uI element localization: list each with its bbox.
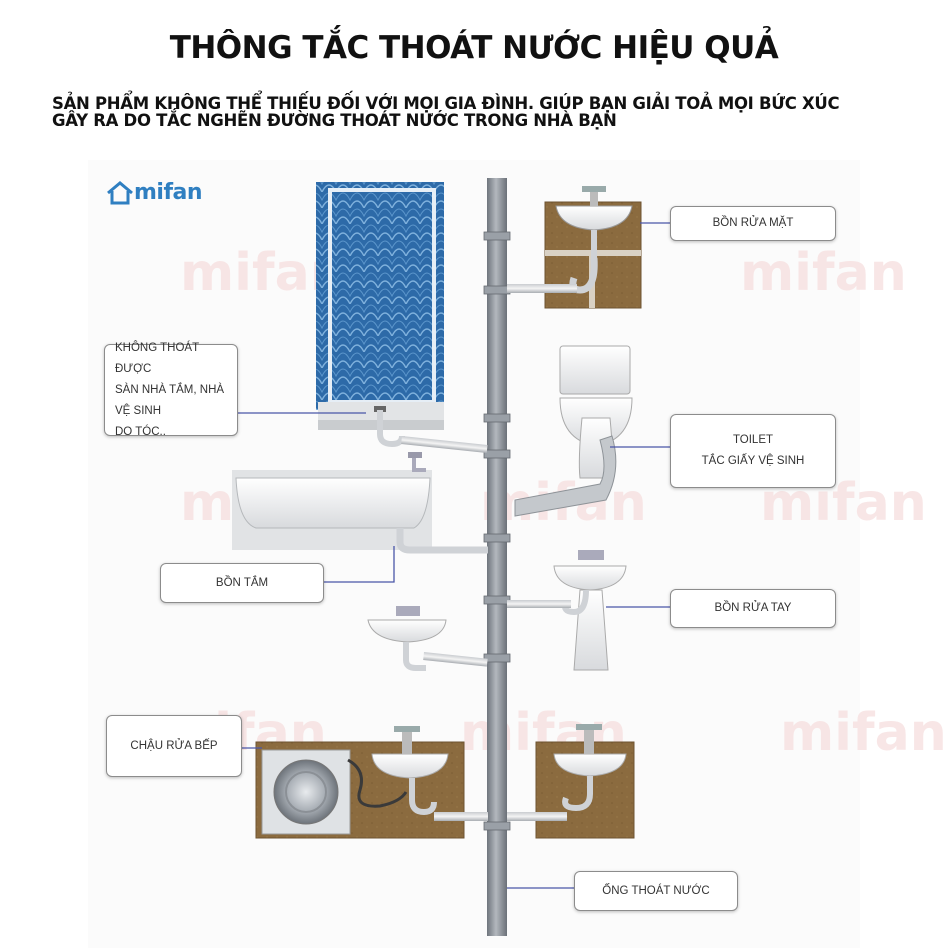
brand-logo: mifan <box>106 180 203 205</box>
watermark: mifan <box>740 243 907 303</box>
callout-shower-line-3: DO TÓC.. <box>115 425 166 438</box>
shower-branch <box>401 436 488 453</box>
shower-wall <box>316 182 444 430</box>
callout-kitchen-sink: CHẬU RỬA BẾP <box>106 715 242 777</box>
callout-drain-pipe: ỐNG THOÁT NƯỚC <box>574 871 738 911</box>
bathtub <box>232 452 488 554</box>
callout-kitchen-sink-label: CHẬU RỬA BẾP <box>130 739 218 752</box>
logo-text: mifan <box>134 180 203 205</box>
subtitle-line-2: GÂY RA DO TẮC NGHẼN ĐƯỜNG THOÁT NƯỚC TRO… <box>52 111 617 130</box>
shower-drain-pipe <box>377 410 405 448</box>
callout-face-basin-label: BỒN RỬA MẶT <box>712 217 794 229</box>
page-subtitle: SẢN PHẨM KHÔNG THỂ THIẾU ĐỐI VỚI MỌI GIA… <box>52 95 932 129</box>
callout-shower-line-1: KHÔNG THOÁT ĐƯỢC <box>115 341 199 375</box>
wall-basin <box>367 606 488 671</box>
house-icon <box>107 181 133 205</box>
callout-drain-pipe-label: ỐNG THOÁT NƯỚC <box>602 884 710 897</box>
callout-bathtub-label: BỒN TẮM <box>215 576 269 589</box>
main-drain-stack <box>487 178 507 936</box>
watermark: mifan <box>780 703 947 763</box>
leader-lines <box>238 222 672 889</box>
callout-shower-floor: KHÔNG THOÁT ĐƯỢC SÀN NHÀ TẮM, NHÀ VỆ SIN… <box>104 342 238 438</box>
kitchen-unit <box>255 726 488 839</box>
toilet <box>514 345 633 517</box>
subtitle-line-1: SẢN PHẨM KHÔNG THỂ THIẾU ĐỐI VỚI MỌI GIA… <box>52 94 840 113</box>
callout-toilet: TOILET TẮC GIẤY VỆ SINH <box>670 414 836 488</box>
callout-shower-line-2: SÀN NHÀ TẮM, NHÀ VỆ SINH <box>115 383 225 417</box>
hand-basin <box>507 550 627 671</box>
face-basin-cabinet <box>507 186 642 309</box>
pipe-couplings <box>483 231 511 831</box>
callout-bathtub: BỒN TẮM <box>160 563 324 603</box>
callout-face-basin: BỒN RỬA MẶT <box>670 206 836 241</box>
callout-toilet-line-1: TOILET <box>732 434 774 446</box>
callout-hand-basin: BỒN RỬA TAY <box>670 589 836 628</box>
kitchen-sink-cabinet <box>507 724 635 839</box>
page-title: THÔNG TẮC THOÁT NƯỚC HIỆU QUẢ <box>169 30 779 66</box>
callout-toilet-line-2: TẮC GIẤY VỆ SINH <box>701 455 805 467</box>
callout-hand-basin-label: BỒN RỬA TAY <box>714 602 792 614</box>
